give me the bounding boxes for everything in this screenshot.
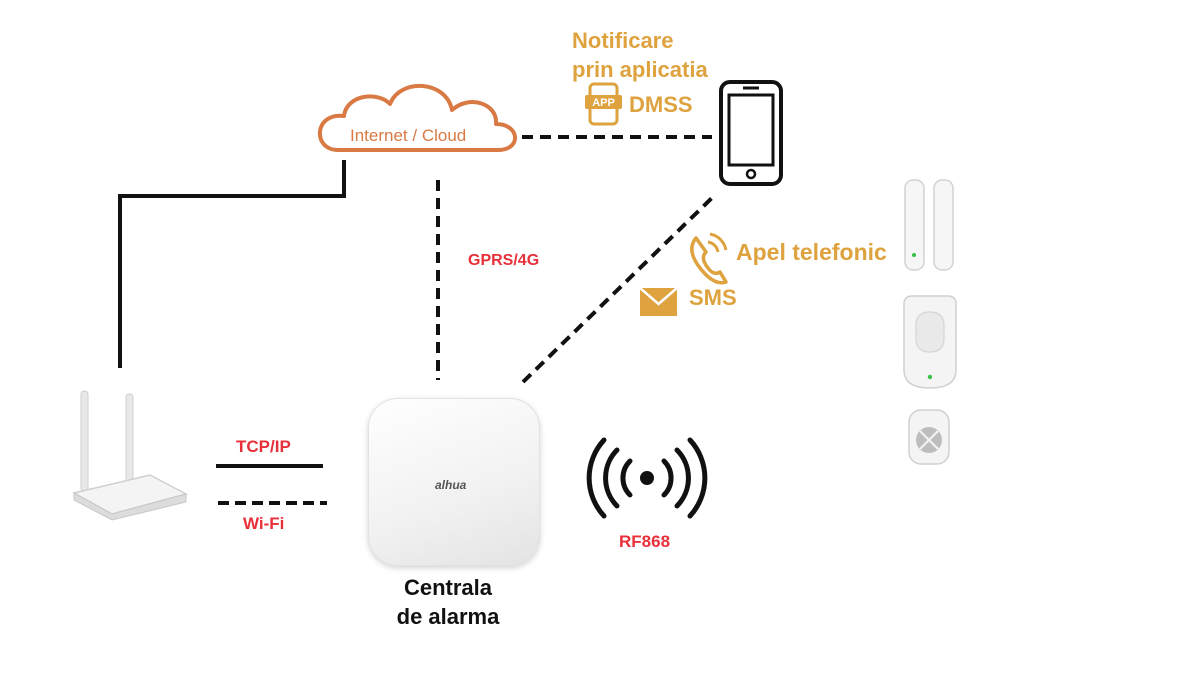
motion-detector-icon xyxy=(903,295,957,389)
rf-label: RF868 xyxy=(619,532,671,551)
smartphone-icon xyxy=(719,80,783,186)
notification-title: Notificare prin aplicatia xyxy=(572,26,708,84)
router-cloud-link xyxy=(118,160,346,368)
phone-call-label: Apel telefonic xyxy=(736,239,887,265)
sms-label: SMS xyxy=(689,285,737,310)
router-icon xyxy=(71,390,189,521)
phone-call-icon xyxy=(690,232,728,285)
central-unit-label: Centrala de alarma xyxy=(385,573,511,631)
door-sensor-icon xyxy=(904,179,954,271)
rf-signal-icon xyxy=(586,437,708,519)
app-badge-text: APP xyxy=(592,97,615,109)
key-fob-icon xyxy=(908,409,950,465)
central-unit-label-line2: de alarma xyxy=(396,604,500,629)
cloud-label: Internet / Cloud xyxy=(350,126,467,145)
cloud-icon xyxy=(318,83,517,152)
tcpip-label: TCP/IP xyxy=(236,437,291,456)
notification-title-line2: prin aplicatia xyxy=(572,57,708,82)
envelope-icon xyxy=(639,287,678,316)
hub-logo: alhua xyxy=(435,478,467,492)
central-unit-label-line1: Centrala xyxy=(403,575,493,600)
app-icon: APP xyxy=(585,82,622,126)
dmss-label: DMSS xyxy=(629,92,693,117)
notification-title-line1: Notificare xyxy=(572,28,674,53)
gsm-link xyxy=(521,192,718,384)
gprs-label: GPRS/4G xyxy=(468,252,540,269)
alarm-hub-device xyxy=(368,398,540,566)
wifi-label: Wi-Fi xyxy=(243,514,285,533)
